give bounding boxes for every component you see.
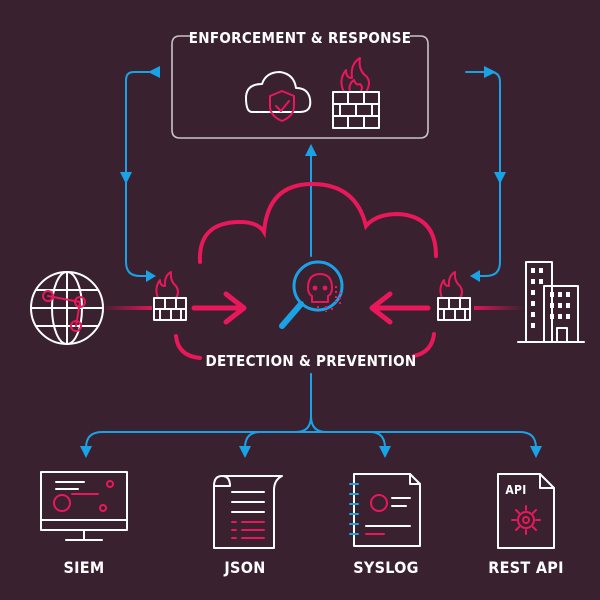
notebook-icon: [349, 473, 421, 547]
output-label-siem: SIEM: [63, 558, 104, 577]
firewall-fire-icon: [332, 57, 380, 129]
left-feedback-arrow: [120, 66, 160, 282]
right-firewall-icon: [437, 271, 471, 321]
api-badge: API: [505, 483, 526, 497]
output-label-rest-api: REST API: [488, 558, 564, 577]
cloud-shield-icon: [245, 71, 312, 122]
detection-title: DETECTION & PREVENTION: [206, 352, 417, 370]
building-icon: [517, 261, 585, 343]
distribution-tree: [80, 373, 542, 458]
api-gear-icon: API: [497, 473, 555, 549]
right-traffic-line: [474, 306, 524, 310]
document-scroll-icon: [213, 475, 283, 549]
enforcement-title: ENFORCEMENT & RESPONSE: [189, 29, 412, 47]
monitor-icon: [40, 471, 128, 541]
magnifier-skull-icon: [279, 260, 344, 329]
left-firewall-icon: [153, 271, 187, 321]
output-label-json: JSON: [223, 558, 265, 577]
left-traffic-line: [100, 306, 152, 310]
right-inbound-arrow: [369, 291, 431, 325]
right-feedback-arrow: [465, 66, 506, 282]
detection-cloud: [197, 181, 438, 264]
output-label-syslog: SYSLOG: [353, 558, 419, 577]
globe-icon: [30, 271, 104, 345]
up-arrow: [305, 144, 317, 257]
enforcement-box: ENFORCEMENT & RESPONSE: [171, 29, 429, 139]
left-inbound-arrow: [191, 291, 247, 325]
